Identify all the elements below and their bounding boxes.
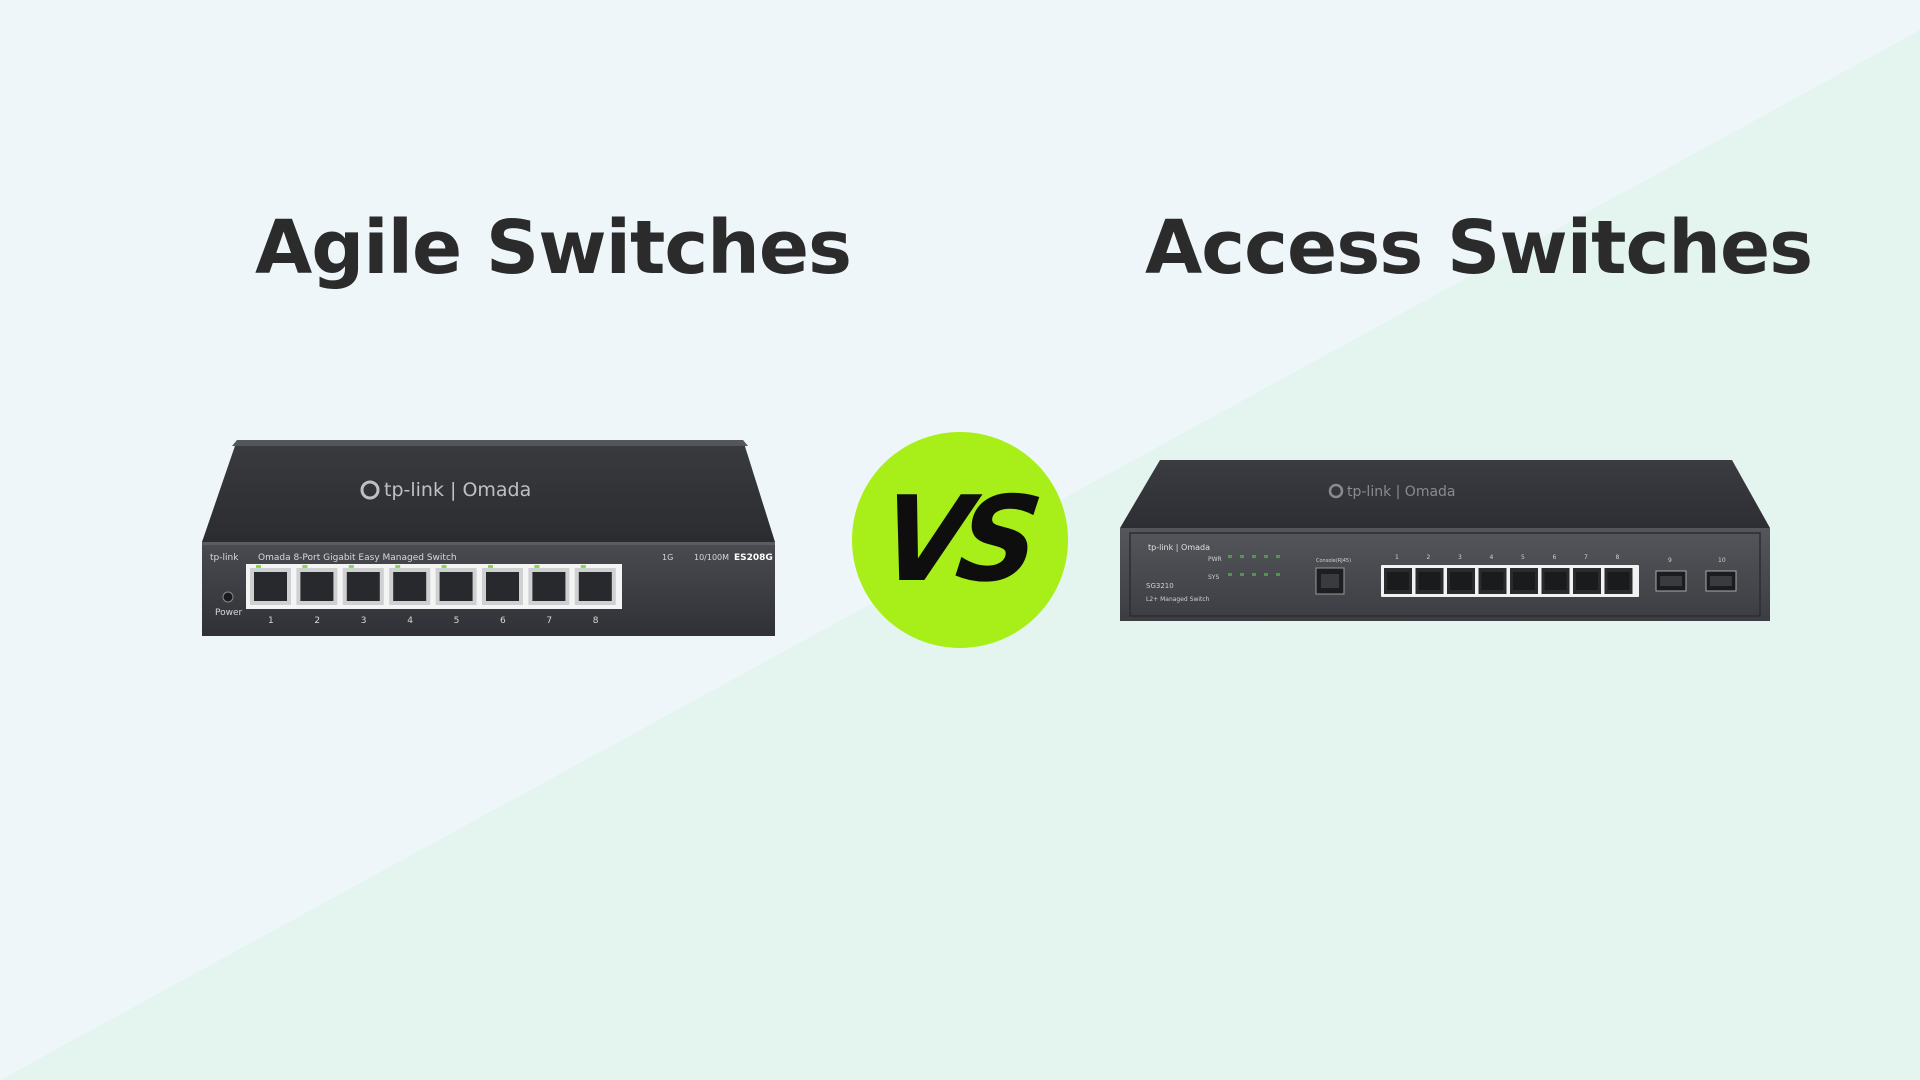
access-status-led [1252,555,1256,558]
agile-port-led [580,565,586,568]
agile-port-led [488,565,493,568]
agile-port-jack [346,572,380,601]
agile-port-jack [254,572,287,601]
agile-led-1g: 1G [662,553,673,562]
agile-port-number: 3 [361,616,367,626]
access-port-number: 4 [1490,554,1494,561]
access-port-number: 2 [1427,554,1431,561]
agile-port-led [302,565,308,568]
access-console-label: Console(RJ45) [1316,558,1351,564]
access-status-led [1228,573,1232,576]
agile-port-led [256,565,261,568]
access-model: SG3210 [1146,582,1174,590]
access-description: L2+ Managed Switch [1146,596,1210,603]
agile-led-100m: 10/100M [694,553,729,562]
agile-top-logo: tp-link | Omada [360,479,531,501]
access-top-brand: tp-link | Omada [1347,484,1456,500]
access-front-brand: tp-link | Omada [1148,543,1210,552]
agile-switches-heading: Agile Switches [255,205,852,291]
agile-port-number: 8 [593,616,599,626]
access-sfp-group: 9 10 [1655,557,1737,592]
access-top-logo: tp-link | Omada [1328,483,1456,500]
agile-port-number: 2 [314,616,320,626]
agile-port-number: 1 [268,616,274,626]
agile-top-brand: tp-link | Omada [384,479,531,501]
access-port-number: 7 [1584,554,1588,561]
agile-port-led [441,565,447,568]
agile-port-jack [532,572,566,601]
access-sfp-cage [1660,576,1682,586]
agile-port-number: 4 [407,616,413,626]
agile-port-led [534,565,540,568]
vs-badge: VS [852,432,1068,648]
agile-model: ES208G [734,553,773,563]
access-port-jack [1450,572,1472,590]
agile-port-led [348,565,354,568]
access-switches-heading: Access Switches [1145,205,1813,291]
access-port-jack [1513,572,1535,590]
agile-port-jack [300,572,334,601]
access-sfp-number: 10 [1718,557,1726,564]
agile-port-jack [578,572,612,601]
access-sfp-number: 9 [1668,557,1672,564]
agile-port-number: 6 [500,616,506,626]
agile-power-label: Power [215,608,243,618]
power-led-icon [222,591,234,603]
access-sys-label: SYS [1208,574,1219,581]
access-led-panel [1228,555,1280,576]
vs-label: VS [872,471,1040,609]
agile-switch-image: tp-link | Omada tp-link Omada 8-Port Gig… [202,440,775,636]
access-port-jack [1576,572,1598,590]
access-status-led [1264,555,1268,558]
access-status-led [1228,555,1232,558]
agile-port-number: 7 [546,616,552,626]
agile-port-jack [486,572,519,601]
access-status-led [1276,573,1280,576]
agile-port-led [395,565,401,568]
agile-front-brand: tp-link [210,553,239,563]
access-port-number: 3 [1458,554,1462,561]
access-pwr-label: PWR [1208,556,1222,563]
access-port-number: 5 [1521,554,1525,561]
access-port-jack [1481,572,1504,590]
access-status-led [1240,555,1244,558]
access-port-jack [1387,572,1409,590]
access-port-jack [1418,572,1441,590]
access-sfp-cage [1710,576,1732,586]
access-port-number: 6 [1553,554,1557,561]
access-status-led [1252,573,1256,576]
agile-port-jack [439,572,473,601]
access-port-number: 8 [1616,554,1620,561]
access-port-jack [1544,572,1567,590]
access-status-led [1276,555,1280,558]
access-status-led [1240,573,1244,576]
access-status-led [1264,573,1268,576]
access-port-group: 1 2 3 4 5 6 7 8 [1384,554,1633,594]
agile-description: Omada 8-Port Gigabit Easy Managed Switch [258,553,457,563]
agile-port-number: 5 [454,616,460,626]
access-port-jack [1607,572,1630,590]
access-switch-image: tp-link | Omada tp-link | Omada SG3210 L… [1120,460,1770,621]
access-port-number: 1 [1395,554,1399,561]
agile-port-group: 1 2 3 4 5 6 7 8 [246,564,622,626]
agile-port-jack [393,572,427,601]
